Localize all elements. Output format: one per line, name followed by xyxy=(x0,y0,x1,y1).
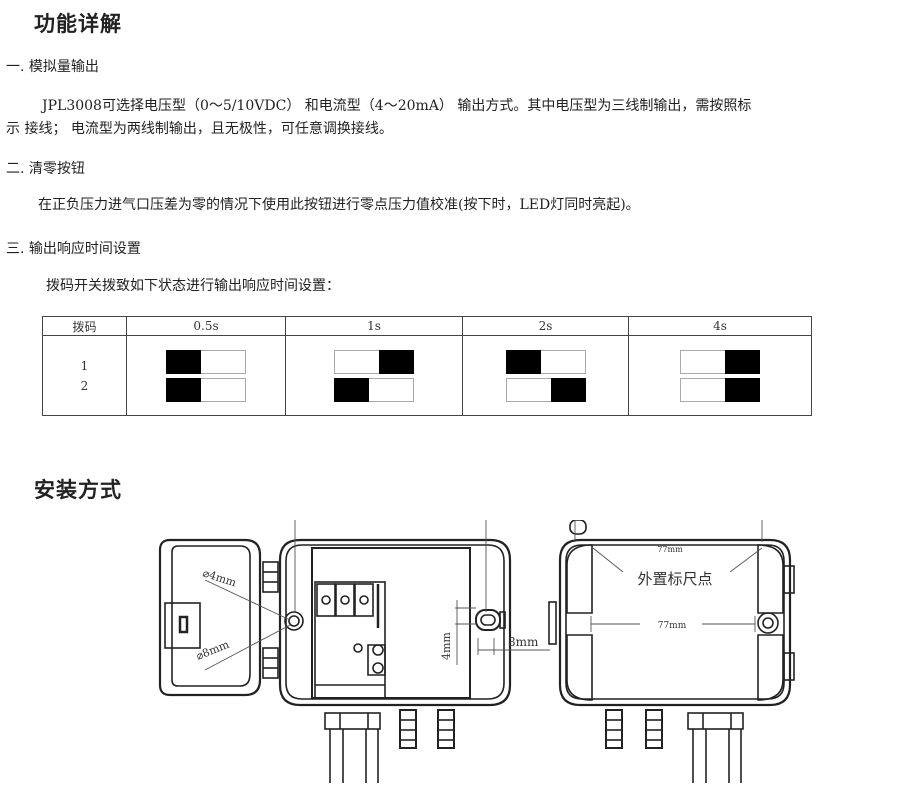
row-label-1: 1 xyxy=(80,358,89,373)
row-label-2: 2 xyxy=(80,378,89,393)
svg-text:⌀4mm: ⌀4mm xyxy=(201,566,238,589)
dip-switch-1-right xyxy=(334,349,414,374)
table-row: 1 2 xyxy=(42,335,812,416)
cell-0-5s xyxy=(126,335,286,416)
analog-output-line-2: 示 接线； 电流型为两线制输出，且无极性，可任意调换接线。 xyxy=(6,121,393,137)
header-0-5s: 0.5s xyxy=(126,316,286,336)
dip-switch-2-left xyxy=(334,377,414,402)
svg-text:77mm: 77mm xyxy=(657,545,683,554)
header-4s: 4s xyxy=(628,316,812,336)
cell-1s xyxy=(285,335,463,416)
section-title-function: 功能详解 xyxy=(34,12,122,36)
heading-analog-output: 一. 模拟量输出 xyxy=(6,59,99,75)
header-2s: 2s xyxy=(462,316,629,336)
zero-button-description: 在正负压力进气口压差为零的情况下使用此按钮进行零点压力值校准(按下时，LED灯同… xyxy=(38,197,640,213)
analog-output-line-1: JPL3008可选择电压型（0～5/10VDC） 和电流型（4～20mA） 输出… xyxy=(42,98,752,114)
svg-text:4mm: 4mm xyxy=(440,632,453,660)
table-header-row: 拨码 0.5s 1s 2s 4s xyxy=(42,316,812,336)
svg-text:8mm: 8mm xyxy=(508,635,539,649)
cell-4s xyxy=(628,335,812,416)
dip-switch-2-left xyxy=(166,377,246,402)
dip-switch-table: 拨码 0.5s 1s 2s 4s 1 2 xyxy=(42,316,812,416)
svg-text:77mm: 77mm xyxy=(658,621,687,631)
dip-switch-2-right xyxy=(505,377,586,402)
header-dip: 拨码 xyxy=(42,316,127,336)
enclosure-drawing: ⌀4mm ⌀8mm 4mm 8mm xyxy=(158,519,795,783)
header-1s: 1s xyxy=(285,316,463,336)
dip-switch-1-left xyxy=(166,349,246,374)
heading-response-time: 三. 输出响应时间设置 xyxy=(6,241,141,257)
response-time-description: 拨码开关拨致如下状态进行输出响应时间设置： xyxy=(46,278,340,294)
heading-zero-button: 二. 清零按钮 xyxy=(6,161,85,177)
dip-switch-1-right xyxy=(680,349,760,374)
dip-switch-1-left xyxy=(505,349,586,374)
section-title-install: 安装方式 xyxy=(34,478,122,502)
cell-2s xyxy=(462,335,629,416)
row-labels-cell: 1 2 xyxy=(42,335,127,416)
dip-switch-2-right xyxy=(680,377,760,402)
svg-text:外置标尺点: 外置标尺点 xyxy=(637,570,712,588)
installation-diagram: ⌀4mm ⌀8mm 4mm 8mm xyxy=(150,519,820,783)
